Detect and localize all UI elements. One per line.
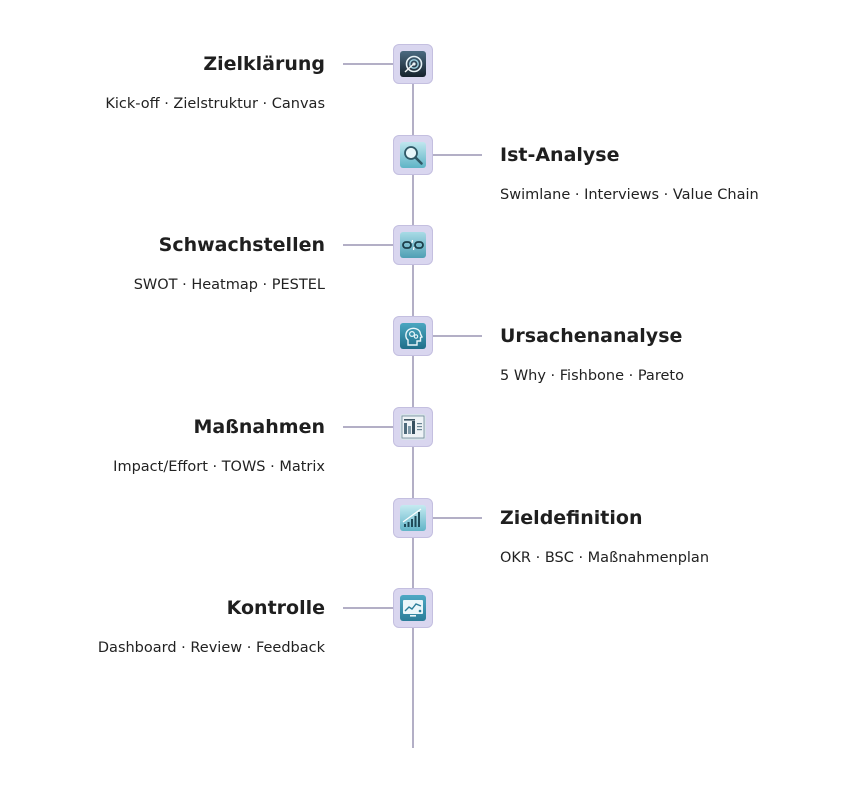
dashboard-monitor-icon — [400, 595, 426, 621]
step-connector — [432, 335, 482, 337]
step-node — [393, 135, 433, 175]
step-methods: Kick-off · Zielstruktur · Canvas — [105, 96, 325, 112]
step-title: Maßnahmen — [193, 416, 325, 438]
head-gears-icon — [400, 323, 426, 349]
step-title: Schwachstellen — [158, 234, 325, 256]
step-methods: SWOT · Heatmap · PESTEL — [133, 277, 325, 293]
step-methods: Dashboard · Review · Feedback — [97, 640, 325, 656]
step-title: Zielklärung — [203, 53, 325, 75]
target-icon — [400, 51, 426, 77]
step-connector — [432, 517, 482, 519]
step-node — [393, 407, 433, 447]
step-node — [393, 588, 433, 628]
step-node — [393, 498, 433, 538]
step-methods: Swimlane · Interviews · Value Chain — [500, 187, 759, 203]
step-methods: Impact/Effort · TOWS · Matrix — [113, 459, 325, 475]
step-connector — [343, 244, 395, 246]
step-connector — [432, 154, 482, 156]
step-title: Zieldefinition — [500, 507, 643, 529]
step-connector — [343, 426, 395, 428]
step-node — [393, 44, 433, 84]
step-title: Ist-Analyse — [500, 144, 620, 166]
step-title: Ursachenanalyse — [500, 325, 683, 347]
step-node — [393, 316, 433, 356]
document-chart-icon — [400, 414, 426, 440]
broken-link-icon — [400, 232, 426, 258]
step-connector — [343, 63, 395, 65]
magnifier-icon — [400, 142, 426, 168]
step-methods: 5 Why · Fishbone · Pareto — [500, 368, 684, 384]
step-node — [393, 225, 433, 265]
step-connector — [343, 607, 395, 609]
timeline-spine — [412, 64, 414, 748]
step-title: Kontrolle — [226, 597, 325, 619]
growth-bars-icon — [400, 505, 426, 531]
step-methods: OKR · BSC · Maßnahmenplan — [500, 550, 710, 566]
